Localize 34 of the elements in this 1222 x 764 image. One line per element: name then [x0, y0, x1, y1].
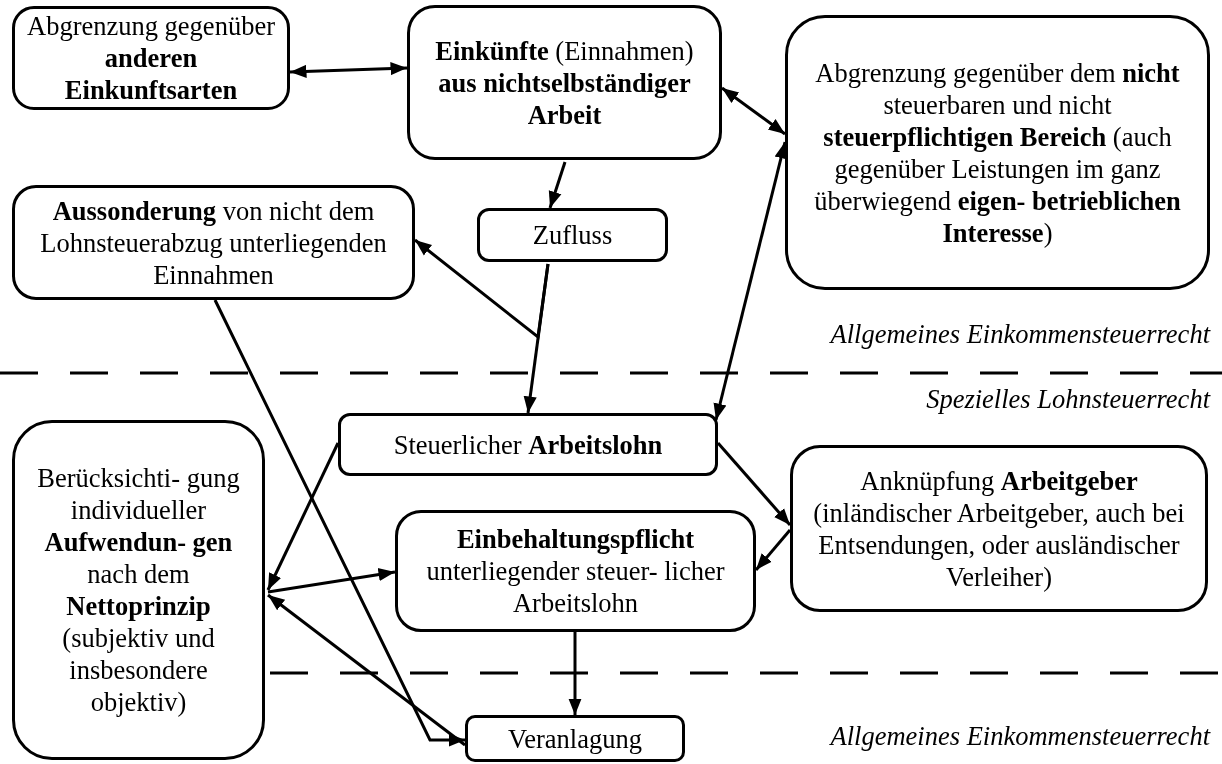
area-label: Allgemeines Einkommensteuerrecht: [830, 720, 1210, 752]
area-label: Allgemeines Einkommensteuerrecht: [830, 318, 1210, 350]
process-box: [477, 208, 668, 262]
process-box: [338, 413, 718, 476]
process-box: [465, 715, 685, 762]
process-box: [407, 5, 722, 160]
node-text: Abgrenzung gegenüber anderen Einkunftsarten: [27, 10, 275, 106]
area-label: Spezielles Lohnsteuerrecht: [926, 383, 1210, 415]
node-text: Anknüpfung Arbeitgeber (inländischer Arbeitgeber, auch bei Entsendungen, oder ausländischer Verleiher): [812, 464, 1186, 593]
node-text: Zufluss: [532, 219, 613, 251]
arrow: [267, 593, 466, 747]
process-box: [395, 510, 756, 632]
node-text: Abgrenzung gegenüber dem nicht steuerbaren und nicht steuerpflichtigen Bereich (auch gegenüber Leistungen im ganz überwiegend eigen- betrieblichen Interesse): [813, 56, 1182, 249]
arrow: [267, 568, 396, 594]
process-box: [785, 15, 1210, 290]
node-text: Veranlagung: [508, 722, 642, 755]
process-box: [12, 420, 265, 760]
process-box: [790, 445, 1208, 612]
process-box: [12, 185, 415, 300]
node-text: Berücksichti- gung individueller Aufwendun- gen nach dem Nettoprinzip (subjektiv und insbesondere objektiv): [36, 462, 241, 718]
arrow: [721, 86, 786, 136]
node-text: Einkünfte (Einnahmen) aus nichtselbständiger Arbeit: [434, 34, 695, 131]
arrow: [716, 442, 792, 526]
arrow: [266, 442, 340, 591]
arrow: [754, 529, 792, 571]
node-text: Aussonderung von nicht dem Lohnsteuerabzug unterliegenden Einnahmen: [39, 194, 388, 291]
node-text: Einbehaltungspflicht unterliegender steuer- licher Arbeitslohn: [425, 523, 726, 619]
arrow: [568, 632, 582, 715]
arrow: [213, 299, 465, 747]
arrow: [414, 238, 550, 340]
process-box: [12, 6, 290, 110]
arrow: [289, 61, 408, 79]
arrow: [548, 161, 567, 209]
node-text: Steuerlicher Arbeitslohn: [393, 428, 663, 461]
